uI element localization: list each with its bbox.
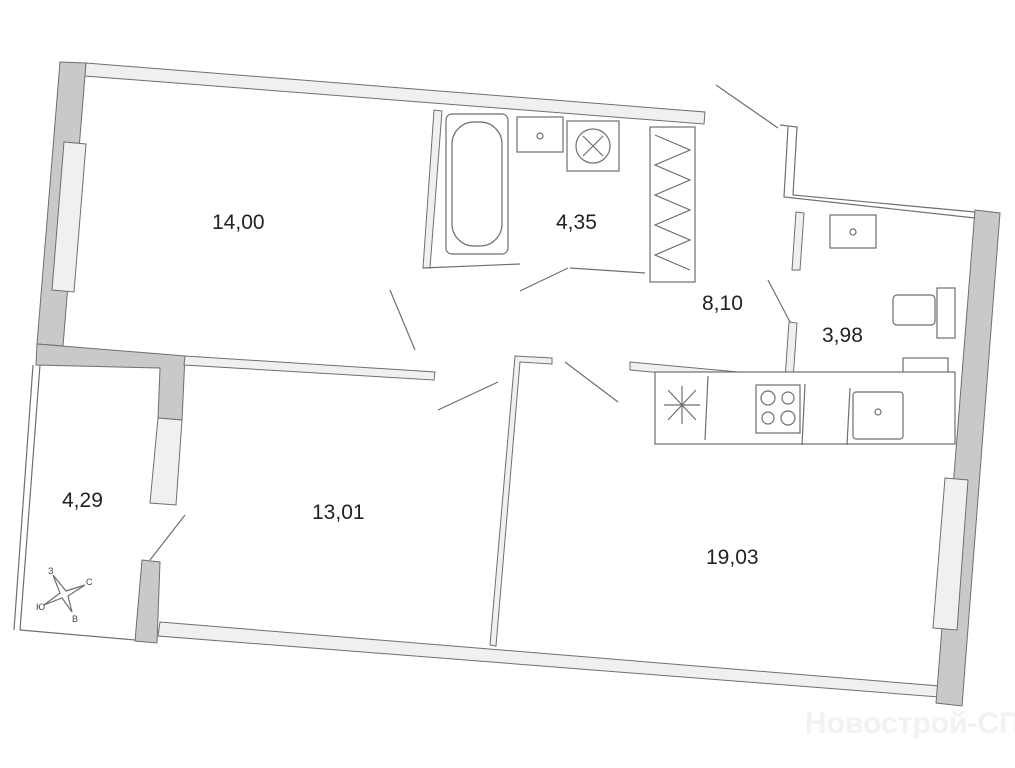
room-area-hallway: 8,10 <box>702 292 743 315</box>
balcony-window <box>149 417 183 506</box>
left-window <box>51 141 87 293</box>
bottom-outer-wall <box>157 621 941 698</box>
balcony-door <box>149 514 186 561</box>
toilet-cistern <box>936 287 956 339</box>
compass-south: Ю <box>36 602 45 612</box>
toilet-door <box>767 279 791 323</box>
toilet-partition-lower <box>784 321 798 381</box>
left-wall-middle <box>35 343 186 421</box>
balcony-bottom <box>19 629 136 641</box>
stove <box>755 384 801 434</box>
bedroom-partition <box>183 355 436 381</box>
room-area-toilet: 3,98 <box>822 324 863 347</box>
bathroom-door <box>519 267 569 292</box>
right-window <box>932 477 969 631</box>
watermark: Новострой-СПб <box>805 707 1015 740</box>
toilet-partition <box>791 211 805 271</box>
bedroom2-door <box>437 381 499 411</box>
entrance-door <box>715 84 779 129</box>
bathroom-bottom-wall <box>422 263 521 269</box>
room-area-bedroom-2: 13,01 <box>312 501 365 524</box>
room-area-balcony: 4,29 <box>62 489 103 512</box>
compass: З С Ю В <box>36 566 93 624</box>
right-outer-wall <box>935 209 1001 707</box>
entrance-wall <box>779 124 976 213</box>
kitchen-counter <box>654 371 956 445</box>
bathroom-partition <box>422 109 443 269</box>
hood-icon <box>664 386 700 424</box>
compass-east: В <box>72 614 78 624</box>
compass-north: С <box>86 577 93 587</box>
bedroom1-door <box>389 289 416 351</box>
wardrobe <box>649 126 696 283</box>
balcony-railing <box>19 364 41 631</box>
top-outer-wall <box>84 62 706 125</box>
balcony-pillar <box>134 559 161 644</box>
bedroom2-partition <box>489 355 553 647</box>
compass-west: З <box>48 566 53 576</box>
room-area-kitchen-living: 19,03 <box>706 546 759 569</box>
toilet-bowl <box>892 294 936 326</box>
kitchen-door <box>564 361 619 403</box>
room-area-bedroom-1: 14,00 <box>212 211 265 234</box>
room-area-bathroom: 4,35 <box>556 211 597 234</box>
